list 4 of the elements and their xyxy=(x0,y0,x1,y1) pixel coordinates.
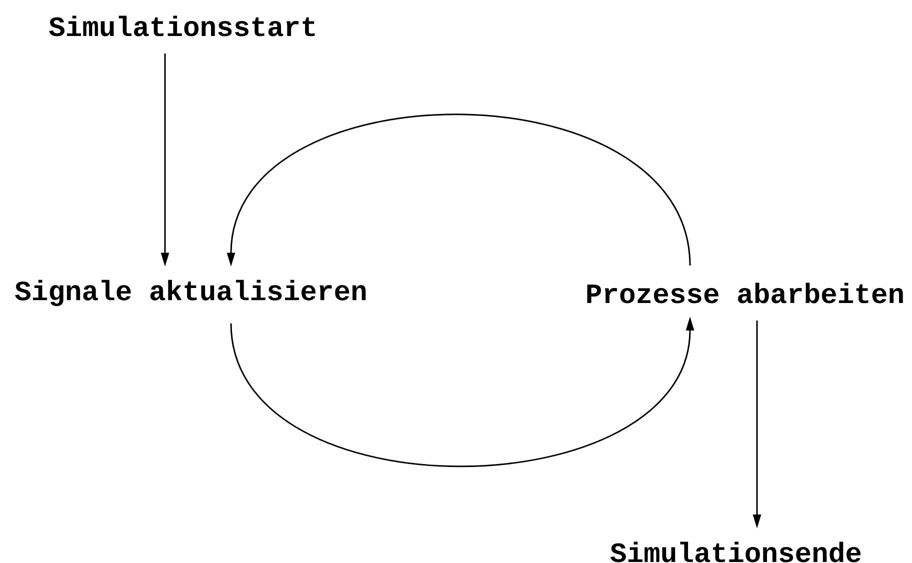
step-label: Simulationsstart xyxy=(49,16,315,36)
step-label: Simulationsende xyxy=(610,542,861,562)
step-label: Signale aktualisieren xyxy=(15,280,366,306)
step-label: Prozesse abarbeiten xyxy=(587,282,903,304)
